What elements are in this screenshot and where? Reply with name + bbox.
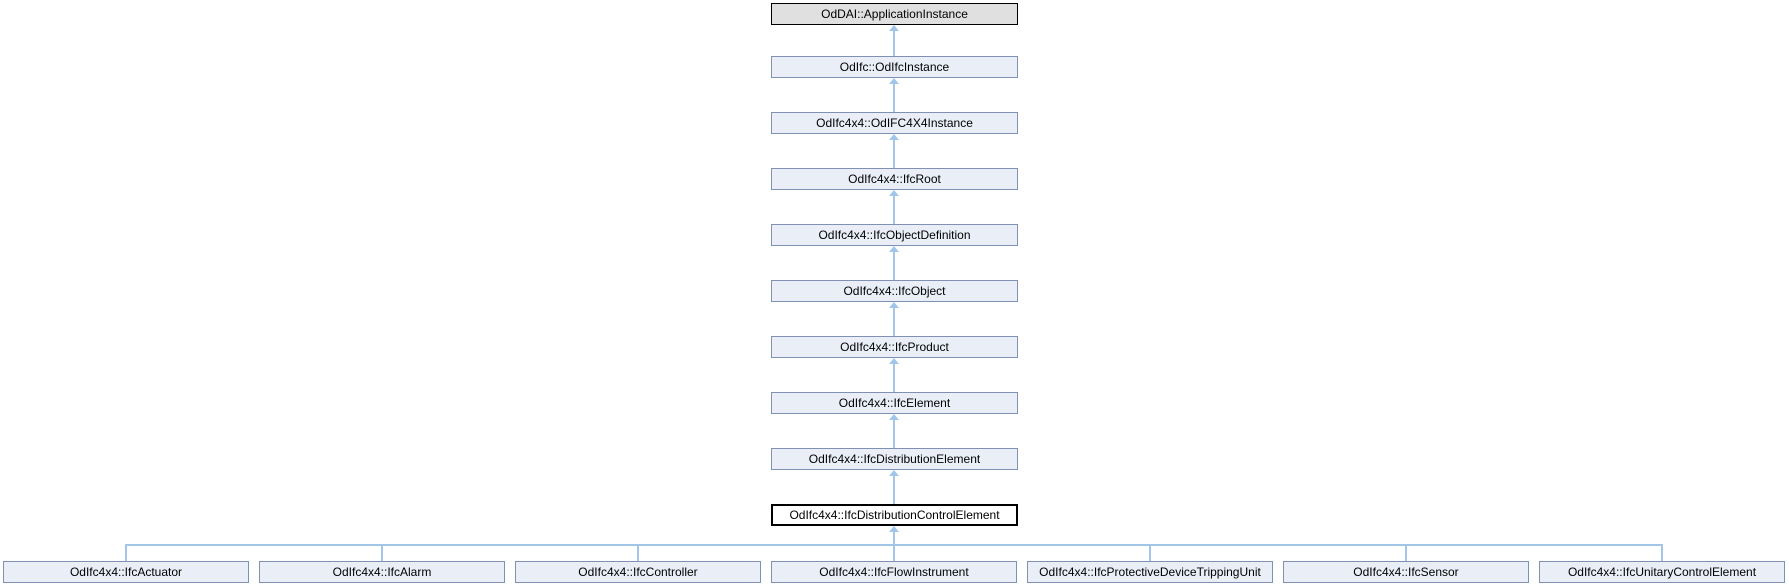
inheritance-arrow-icon (889, 302, 899, 336)
node-odifc4x4-ifcsensor[interactable]: OdIfc4x4::IfcSensor (1283, 561, 1529, 583)
node-odifc4x4-ifcproduct[interactable]: OdIfc4x4::IfcProduct (771, 336, 1018, 358)
child-connector-stub (637, 544, 639, 561)
node-oddai-applicationinstance[interactable]: OdDAI::ApplicationInstance (771, 3, 1018, 25)
node-odifc4x4-ifcobjectdefinition[interactable]: OdIfc4x4::IfcObjectDefinition (771, 224, 1018, 246)
inheritance-arrow-icon (889, 526, 899, 544)
node-odifc4x4-odifc4x4instance[interactable]: OdIfc4x4::OdIFC4X4Instance (771, 112, 1018, 134)
node-odifc4x4-ifcobject[interactable]: OdIfc4x4::IfcObject (771, 280, 1018, 302)
node-odifc4x4-ifcunitarycontrolelement[interactable]: OdIfc4x4::IfcUnitaryControlElement (1539, 561, 1785, 583)
inheritance-arrow-icon (889, 190, 899, 224)
node-odifc4x4-ifcroot[interactable]: OdIfc4x4::IfcRoot (771, 168, 1018, 190)
node-odifc4x4-ifcalarm[interactable]: OdIfc4x4::IfcAlarm (259, 561, 505, 583)
child-connector-stub (1405, 544, 1407, 561)
child-connector-stub (893, 544, 895, 561)
child-connector-stub (125, 544, 127, 561)
inheritance-arrow-icon (889, 414, 899, 448)
child-connector-stub (1149, 544, 1151, 561)
node-odifc4x4-ifcdistributioncontrolelement: OdIfc4x4::IfcDistributionControlElement (771, 504, 1018, 526)
inheritance-arrow-icon (889, 470, 899, 504)
node-odifc4x4-ifcprotectivedevicetrippingunit[interactable]: OdIfc4x4::IfcProtectiveDeviceTrippingUni… (1027, 561, 1273, 583)
child-connector-stub (381, 544, 383, 561)
node-odifc4x4-ifcelement[interactable]: OdIfc4x4::IfcElement (771, 392, 1018, 414)
inheritance-arrow-icon (889, 358, 899, 392)
node-odifc4x4-ifcflowinstrument[interactable]: OdIfc4x4::IfcFlowInstrument (771, 561, 1017, 583)
child-connector-stub (1661, 544, 1663, 561)
inheritance-arrow-icon (889, 134, 899, 168)
inheritance-arrow-icon (889, 78, 899, 112)
inheritance-arrow-icon (889, 25, 899, 56)
node-odifc4x4-ifcdistributionelement[interactable]: OdIfc4x4::IfcDistributionElement (771, 448, 1018, 470)
inheritance-arrow-icon (889, 246, 899, 280)
children-bus-line (126, 544, 1662, 546)
node-odifc4x4-ifcactuator[interactable]: OdIfc4x4::IfcActuator (3, 561, 249, 583)
node-odifc4x4-ifccontroller[interactable]: OdIfc4x4::IfcController (515, 561, 761, 583)
node-odifc-odifcinstance[interactable]: OdIfc::OdIfcInstance (771, 56, 1018, 78)
